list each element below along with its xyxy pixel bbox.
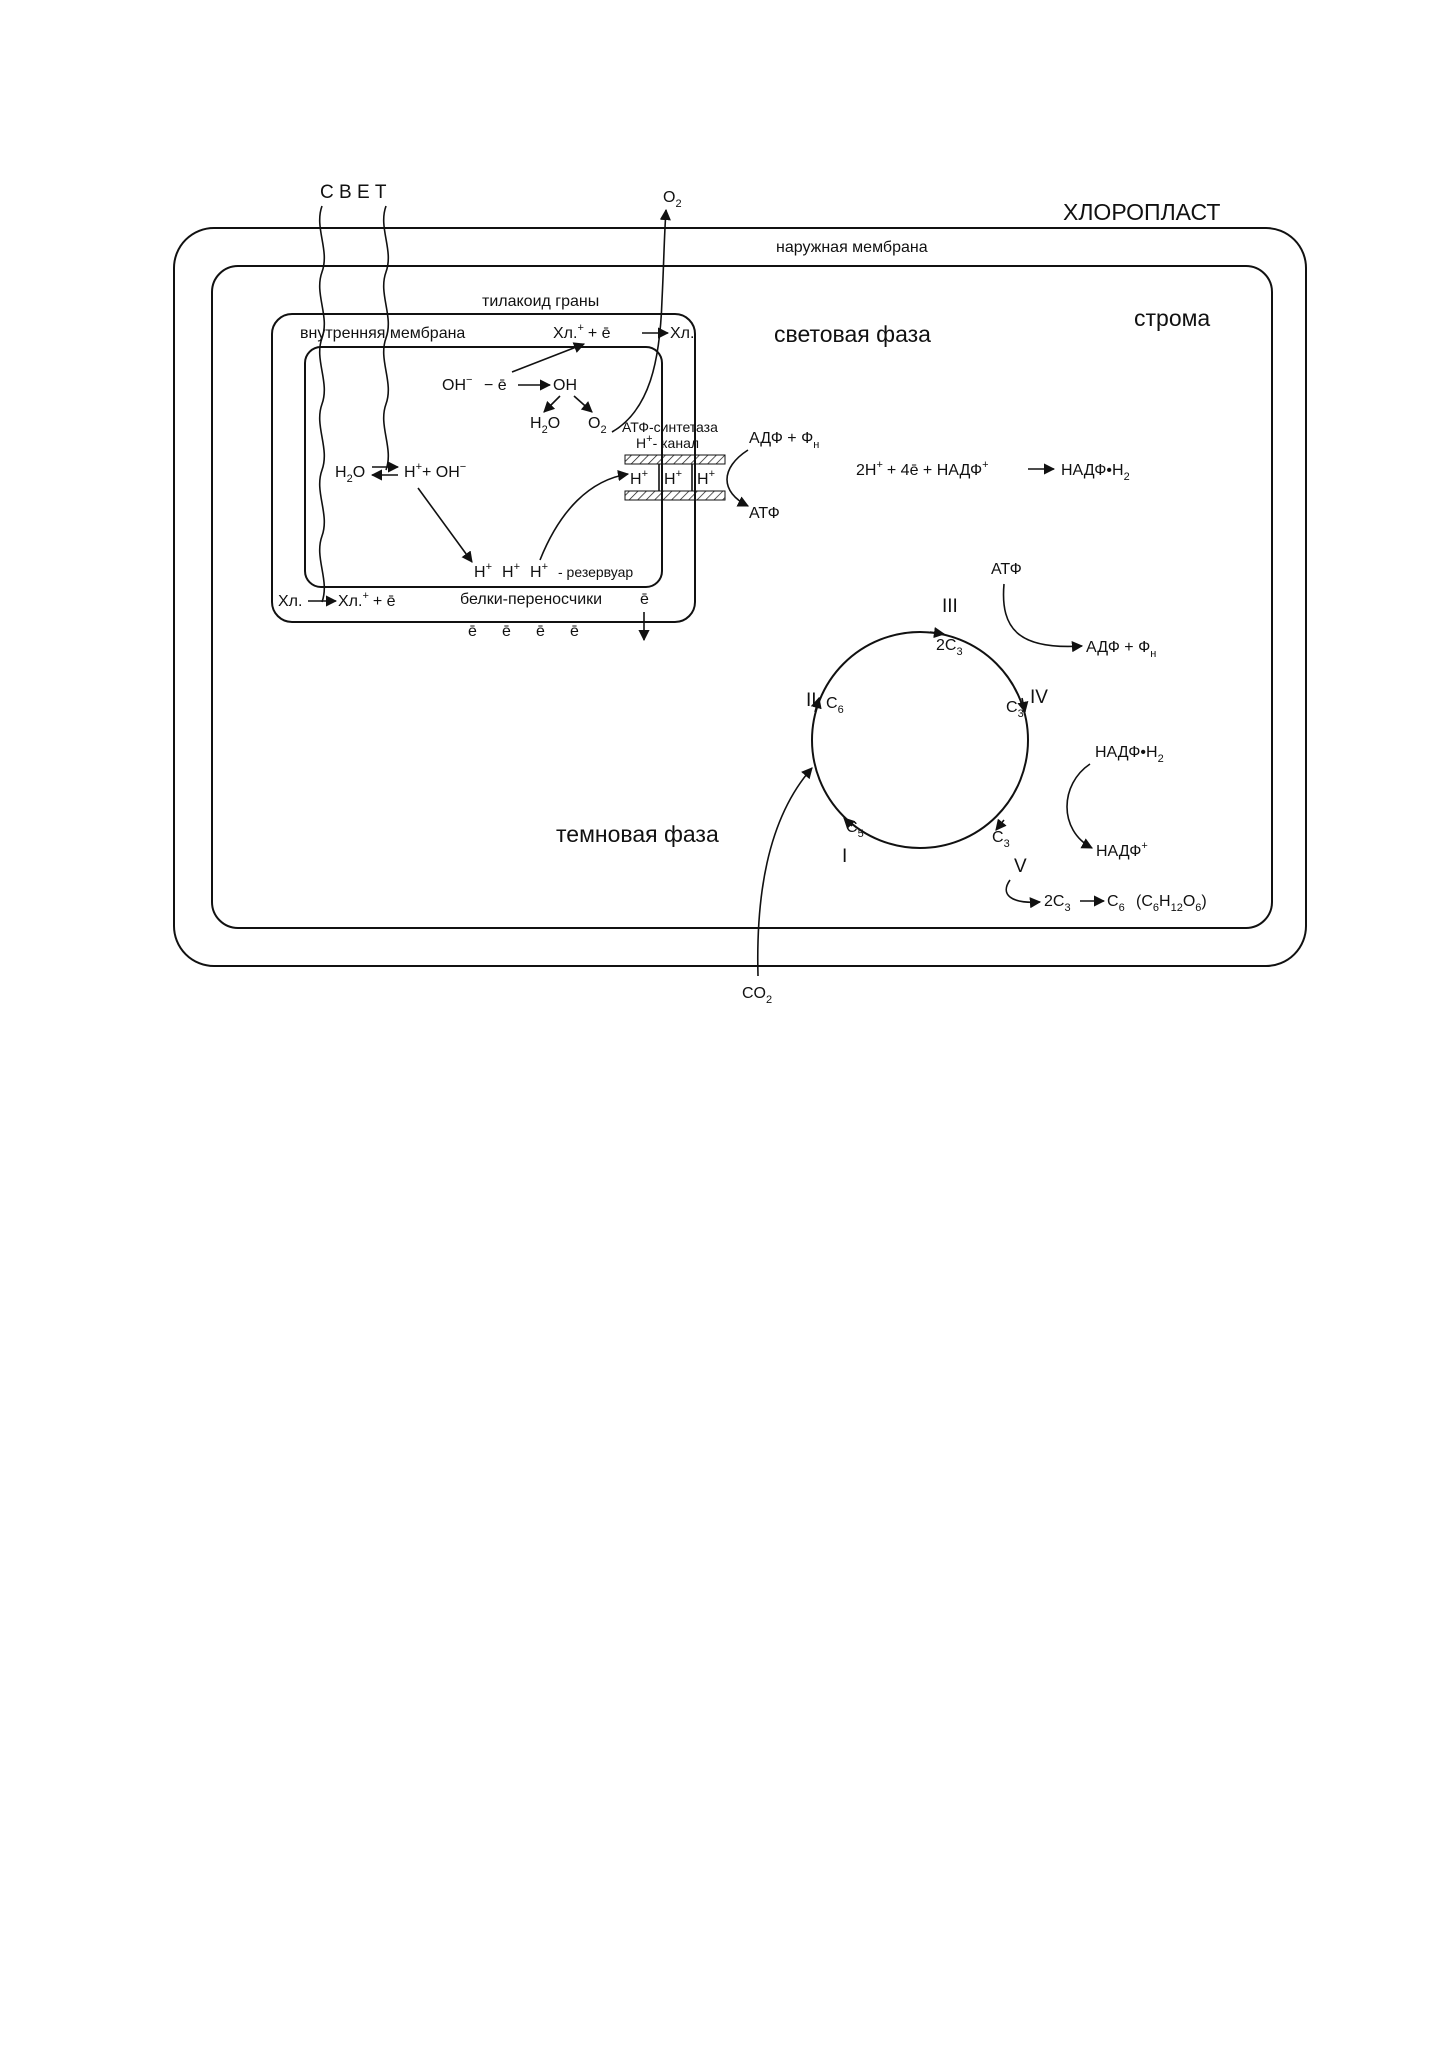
nadph-input: НАДФ•H2 (1095, 744, 1164, 765)
inner-membrane-label: внутренняя мембрана (300, 325, 465, 342)
h-to-channel-arrow (539, 470, 630, 561)
water-molecule: H2O (335, 464, 365, 485)
atp-product: АТФ (749, 505, 780, 522)
electron-4: ē (570, 623, 579, 640)
oh-radical: OH (553, 377, 577, 394)
thylakoid-label: тилакоид граны (482, 293, 599, 310)
h-to-reservoir-arrow (417, 487, 473, 563)
calvin-cycle-circle (811, 631, 1029, 849)
dark-phase-label: темновая фаза (556, 821, 719, 847)
channel-h-2: H+ (664, 468, 682, 488)
h2o-product: H2O (530, 415, 560, 436)
cycle-c5: C5 (846, 819, 864, 840)
electron-3: ē (536, 623, 545, 640)
o2-release-arrow (611, 208, 671, 433)
atp-synthase-label: АТФ-синтетаза (622, 419, 718, 435)
atp-synthesis-arrow (726, 449, 750, 507)
light-phase-label: световая фаза (774, 321, 931, 347)
reservoir-label: - резервуар (558, 564, 633, 580)
chl-recover-reaction: Хл.++ ē (553, 322, 611, 342)
nadp-output: НАДФ+ (1096, 840, 1148, 860)
product-arrow (1005, 879, 1042, 909)
cycle-arrow-right (1017, 697, 1029, 714)
inner-membrane-shape (211, 265, 1273, 929)
cycle-arrow-lower-left (843, 817, 856, 830)
product-c6: C6 (1107, 893, 1125, 914)
adp-output: АДФ + Фн (1086, 639, 1156, 660)
adp-top: АДФ + Фн (749, 430, 819, 451)
h-reservoir-1: H+ (474, 561, 492, 581)
channel-h-3: H+ (697, 468, 715, 488)
chl-excite-left: Хл. (278, 593, 302, 610)
nadph-consume-arrow (1066, 763, 1093, 849)
cycle-arrow-top (929, 627, 946, 639)
co2-intake-arrow (756, 767, 813, 977)
cycle-c3-right: C3 (1006, 699, 1024, 720)
stage-ii: II (806, 690, 817, 711)
cycle-c3-lower: C3 (992, 829, 1010, 850)
water-ions: H++ OH− (404, 461, 466, 481)
chloroplast-title: ХЛОРОПЛАСТ (1063, 199, 1220, 225)
stage-iv: IV (1030, 687, 1048, 708)
glucose-formula: (C6H12O6) (1136, 893, 1207, 914)
light-label: С В Е Т (320, 182, 387, 203)
atp-consume-arrow (1002, 583, 1084, 653)
electron-to-chl-arrow (511, 342, 586, 373)
stage-i: I (842, 846, 847, 867)
thylakoid-inner-shape (304, 346, 663, 588)
stage-iii: III (942, 596, 958, 617)
cycle-arrow-lower-right (995, 818, 1007, 831)
carrier-proteins-label: белки-переносчики (460, 591, 602, 608)
o2-product: O2 (588, 415, 607, 436)
atp-input: АТФ (991, 561, 1022, 578)
stage-v: V (1014, 856, 1027, 877)
oh-to-h2o-arrow (543, 395, 561, 413)
cycle-c6: C6 (826, 695, 844, 716)
h-reservoir-3: H+ (530, 561, 548, 581)
cycle-arrow-left (810, 696, 822, 713)
co2-label: CO2 (742, 985, 772, 1006)
outer-membrane-shape (173, 227, 1307, 967)
electron-1: ē (468, 623, 477, 640)
chl-recover-product: Хл. (670, 325, 694, 342)
outer-membrane-label: наружная мембрана (776, 239, 928, 256)
stroma-label: строма (1134, 305, 1210, 331)
light-ray-left (318, 205, 326, 603)
thylakoid-outer-shape (271, 313, 696, 623)
carrier-electron: ē (640, 591, 649, 608)
chl-excite-right: Хл.++ ē (338, 590, 396, 610)
channel-hatch-top (624, 454, 726, 465)
nadp-reaction-product: НАДФ•H2 (1061, 462, 1130, 483)
h-reservoir-2: H+ (502, 561, 520, 581)
nadp-reaction: 2H++ 4ē + НАДФ+ (856, 459, 989, 479)
minus-electron: − ē (484, 377, 507, 394)
product-2c3: 2C3 (1044, 893, 1071, 914)
oh-to-o2-arrow (573, 395, 593, 413)
h-channel-label: H+- канал (636, 433, 699, 451)
channel-h-1: H+ (630, 468, 648, 488)
cycle-2c3: 2C3 (936, 637, 963, 658)
oh-minus: OH− (442, 374, 472, 394)
channel-hatch-bottom (624, 490, 726, 501)
light-ray-right (382, 205, 390, 471)
electron-2: ē (502, 623, 511, 640)
o2-top-label: O2 (663, 189, 682, 210)
